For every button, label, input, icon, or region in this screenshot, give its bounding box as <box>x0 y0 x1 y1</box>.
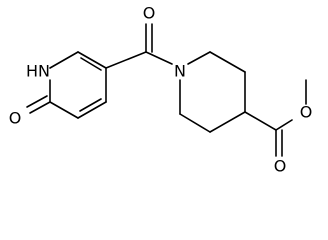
ester-bonds <box>244 79 307 157</box>
chemical-structure-diagram: HN O O N O O <box>9 4 313 176</box>
bond-c2-o-double <box>26 95 48 108</box>
bond-ester-c-o-up <box>275 119 293 131</box>
bond-c4p-c5p <box>209 111 246 133</box>
atom-label-ester-ether-o: O <box>300 103 313 122</box>
amide-bonds <box>105 23 173 69</box>
bond-c5-carbonyl <box>105 51 147 69</box>
bond-c4-c3 <box>77 101 107 119</box>
bond-c4p-ester-c <box>244 111 277 131</box>
bond-c2-o <box>29 101 51 114</box>
atom-label-pyridone-nh: HN <box>26 62 50 81</box>
piperidine-ring-bonds <box>179 51 246 133</box>
bond-c6-c5 <box>77 51 107 69</box>
atom-labels: HN O O N O O <box>9 4 313 176</box>
bond-n-c2p <box>187 51 211 65</box>
bond-c5p-c6p <box>179 113 211 133</box>
bond-c6-c5-double <box>80 57 102 71</box>
bond-c3-c2 <box>49 101 79 119</box>
pyridone-ring-bonds <box>26 51 107 119</box>
atom-label-pyridone-oxygen: O <box>9 109 22 128</box>
bond-carbonyl-n <box>145 51 173 65</box>
atom-label-piperidine-n: N <box>174 62 186 81</box>
bond-nh-c6 <box>49 51 79 69</box>
bond-c4-c3-double <box>79 98 102 112</box>
atom-label-ester-carbonyl-o: O <box>274 157 287 176</box>
atom-label-carbonyl-oxygen: O <box>143 4 156 23</box>
bond-c2p-c3p <box>209 51 246 73</box>
